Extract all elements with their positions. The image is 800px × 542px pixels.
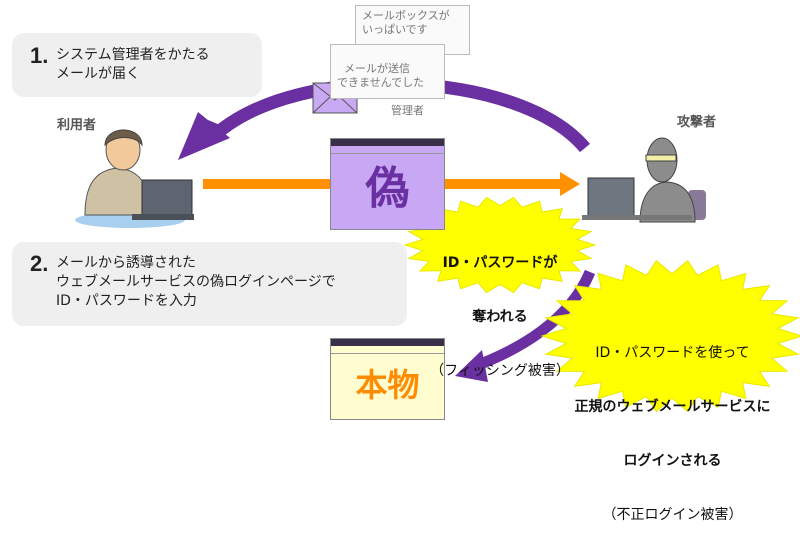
fake-label: 偽: [365, 163, 410, 214]
step-2-box: 2. メールから誘導された ウェブメールサービスの偽ログインページで ID・パス…: [12, 242, 407, 326]
real-label: 本物: [355, 366, 420, 404]
phishing-line2: 奪われる: [472, 309, 528, 325]
step-2-text: メールから誘導された ウェブメールサービスの偽ログインページで ID・パスワード…: [56, 255, 336, 309]
unauthorized-burst-text: ID・パスワードを使って 正規のウェブメールサービスに ログインされる （不正ロ…: [555, 308, 790, 542]
window-titlebar: [331, 139, 444, 146]
phishing-burst-text: ID・パスワードが 奪われる （フィッシング被害）: [420, 218, 580, 398]
user-label: 利用者: [57, 118, 97, 133]
unauthorized-line2: 正規のウェブメールサービスに: [574, 399, 771, 415]
unauthorized-line3: ログインされる: [623, 453, 722, 469]
note-front-text: メールが送信 できませんでした: [337, 62, 425, 89]
phishing-line1: ID・パスワードが: [442, 255, 558, 271]
window-titlebar: [331, 339, 444, 346]
attacker-label: 攻撃者: [677, 115, 717, 130]
fake-login-window: 偽: [330, 138, 445, 230]
note-front-sign: 管理者: [391, 104, 424, 117]
unauthorized-line4: （不正ログイン被害）: [602, 507, 743, 523]
attacker-figure: [582, 137, 706, 223]
user-figure: [75, 129, 194, 228]
diagram-graphics: [75, 77, 800, 413]
note-mail-send-failed: メールが送信 できませんでした 管理者: [330, 44, 445, 117]
lower-arrow-head: [455, 350, 488, 382]
phishing-line3: （フィッシング被害）: [430, 363, 570, 379]
step-1-number: 1.: [30, 43, 49, 68]
orange-arrow-head: [560, 172, 580, 196]
real-login-window: 本物: [330, 338, 445, 420]
phishing-burst: [403, 196, 597, 294]
step-1-box: 1. システム管理者をかたる メールが届く: [12, 33, 262, 97]
window-address-bar: [331, 146, 444, 154]
window-address-bar: [331, 346, 444, 354]
step-2-number: 2.: [30, 251, 49, 276]
unauthorized-burst: [540, 259, 800, 413]
step-1-text: システム管理者をかたる メールが届く: [56, 47, 210, 82]
unauthorized-line1: ID・パスワードを使って: [595, 345, 750, 361]
